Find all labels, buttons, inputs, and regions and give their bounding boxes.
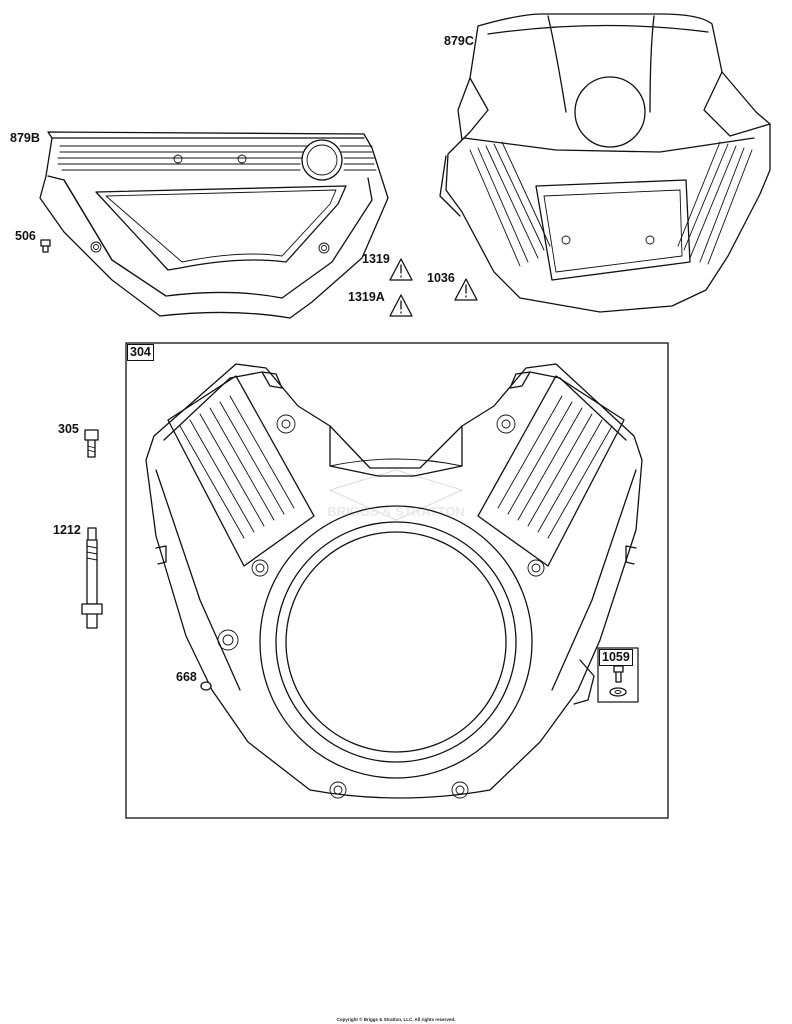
callout-1319: 1319 <box>362 252 390 266</box>
callout-304: 304 <box>127 344 154 361</box>
part-1059-screw <box>609 665 627 697</box>
warning-icon-1319a <box>389 294 413 317</box>
warning-icon-1319 <box>389 258 413 281</box>
callout-1212: 1212 <box>53 523 81 537</box>
warning-icon-1036 <box>454 278 478 301</box>
callout-1319a: 1319A <box>348 290 385 304</box>
watermark-text: BRIGGS & STRATTON <box>327 504 464 519</box>
part-1212-stud <box>81 527 103 629</box>
callout-1036: 1036 <box>427 271 455 285</box>
part-304-blower-housing <box>145 363 643 799</box>
part-1059-frame <box>597 647 639 703</box>
watermark-logo: BRIGGS & STRATTON <box>327 469 465 521</box>
callout-305: 305 <box>58 422 79 436</box>
copyright-footer: Copyright © Briggs & Stratton, LLC. All … <box>336 1017 456 1022</box>
part-879c-shroud-cover <box>439 13 771 313</box>
callout-1059: 1059 <box>599 649 633 666</box>
callout-879c: 879C <box>444 34 474 48</box>
callout-506: 506 <box>15 229 36 243</box>
part-305-bolt <box>84 429 99 458</box>
part-668-plug <box>200 681 212 691</box>
part-304-frame <box>125 342 669 819</box>
callout-668: 668 <box>176 670 197 684</box>
callout-879b: 879B <box>10 131 40 145</box>
part-506-bolt <box>40 239 51 253</box>
part-879b-shroud-cover <box>39 131 389 319</box>
